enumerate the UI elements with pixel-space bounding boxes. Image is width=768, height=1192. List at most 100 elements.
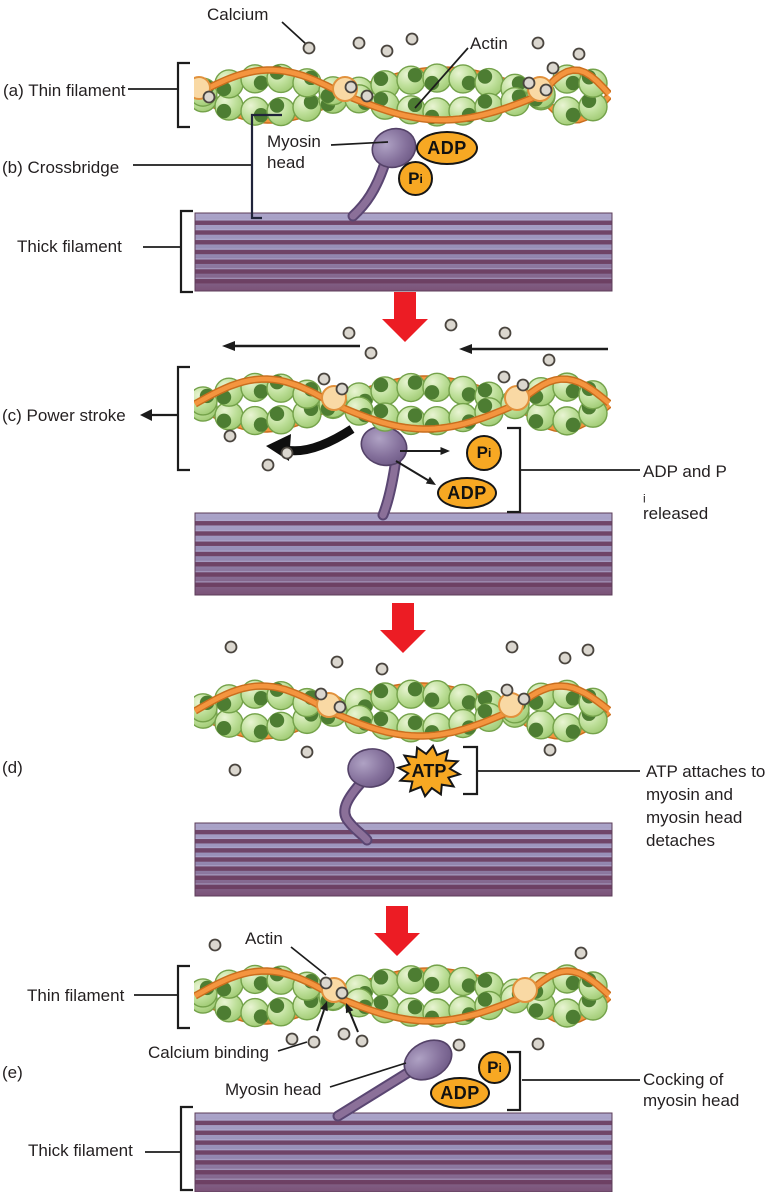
label-myosin-head-a-line1: Myosin <box>267 132 321 151</box>
label-actin-a: Actin <box>470 34 508 53</box>
bracket-thin-c <box>176 365 190 472</box>
calcium-ion <box>285 1032 299 1046</box>
calcium-ion <box>542 353 556 367</box>
label-power-stroke: (c) Power stroke <box>2 406 126 425</box>
thin-filament-c <box>194 370 611 436</box>
calcium-ion <box>505 640 519 654</box>
calcium-ion <box>375 662 389 676</box>
calcium-ion-bound <box>516 378 530 392</box>
label-myosin-head-e: Myosin head <box>225 1080 322 1099</box>
calcium-ion-bound <box>317 372 331 386</box>
red-arrow-icon <box>380 603 426 653</box>
label-thin-filament-a: (a) Thin filament <box>3 81 126 100</box>
calcium-ion <box>307 1035 321 1049</box>
thin-filament-e <box>194 964 611 1028</box>
label-panel-e: (e) <box>2 1063 23 1082</box>
label-thick-filament-e: Thick filament <box>28 1141 133 1160</box>
calcium-ion <box>330 655 344 669</box>
calcium-ion <box>261 458 275 472</box>
calcium-ion-bound <box>335 986 349 1000</box>
calcium-ion <box>380 44 394 58</box>
calcium-ion <box>302 41 316 55</box>
label-crossbridge: (b) Crossbridge <box>2 158 120 177</box>
label-thin-filament-e: Thin filament <box>27 986 125 1005</box>
myosin-b <box>347 127 417 222</box>
label-panel-d: (d) <box>2 758 23 777</box>
thick-filament-e <box>194 1112 613 1192</box>
thin-filament-d <box>194 679 611 743</box>
label-cocking-line1: Cocking of <box>643 1070 724 1089</box>
calcium-ion <box>224 640 238 654</box>
calcium-ion-bound <box>539 83 553 97</box>
calcium-ion <box>452 1038 466 1052</box>
red-arrow-icon <box>382 292 428 342</box>
calcium-ion <box>355 1034 369 1048</box>
calcium-ion <box>405 32 419 46</box>
adp-badge-e: ADP <box>430 1077 490 1109</box>
calcium-ion <box>352 36 366 50</box>
label-myosin-head-a-line2: head <box>267 153 305 172</box>
calcium-ion <box>572 47 586 61</box>
calcium-ion-bound <box>497 370 511 384</box>
calcium-ion-bound <box>314 687 328 701</box>
calcium-ion <box>342 326 356 340</box>
label-cocking-line2: myosin head <box>643 1091 740 1110</box>
calcium-ion-bound <box>202 90 216 104</box>
calcium-ion <box>300 745 314 759</box>
atp-starburst <box>395 743 463 799</box>
label-myosin-head-a: Myosin head <box>267 131 321 173</box>
calcium-ion-bound <box>335 382 349 396</box>
calcium-ion <box>444 318 458 332</box>
myosin-c <box>360 425 408 521</box>
calcium-ion <box>546 61 560 75</box>
calcium-ion-bound <box>517 692 531 706</box>
myosin-head-e <box>403 1039 453 1081</box>
power-stroke-arrow-icon <box>285 425 355 456</box>
calcium-ion-bound <box>333 700 347 714</box>
troponin-bead <box>512 977 538 1003</box>
label-atp-attaches-line1: ATP attaches to <box>646 762 766 781</box>
thick-filament-c <box>194 512 613 596</box>
calcium-ion <box>280 446 294 460</box>
calcium-ion <box>208 938 222 952</box>
label-atp-attaches-line4: detaches <box>646 831 715 850</box>
calcium-ion <box>337 1027 351 1041</box>
calcium-ion <box>558 651 572 665</box>
label-thick-filament-a: Thick filament <box>17 237 122 256</box>
label-calcium-binding: Calcium binding <box>148 1043 269 1062</box>
calcium-ion-bound <box>360 89 374 103</box>
calcium-ion-bound <box>522 76 536 90</box>
bracket-thin-a <box>176 61 190 129</box>
label-atp-attaches-line2: myosin and <box>646 785 733 804</box>
thin-filament-a <box>194 63 611 127</box>
calcium-ion <box>581 643 595 657</box>
myosin-head-b <box>371 127 417 169</box>
thick-filament-d <box>194 822 613 897</box>
calcium-ion-bound <box>500 683 514 697</box>
label-actin-e: Actin <box>245 929 283 948</box>
bracket-atp-d <box>463 745 479 796</box>
myosin-d <box>339 748 395 846</box>
label-atp-attaches: ATP attaches to myosin and myosin head d… <box>646 760 765 852</box>
calcium-ion <box>531 1037 545 1051</box>
calcium-ion-bound <box>319 976 333 990</box>
atp-label-d: ATP <box>411 760 447 781</box>
myosin-e <box>332 1039 453 1122</box>
calcium-ion <box>543 743 557 757</box>
label-calcium: Calcium <box>207 5 269 24</box>
adp-badge-c: ADP <box>437 477 497 509</box>
red-arrow-icon <box>374 906 420 956</box>
annotations <box>128 21 640 1192</box>
calcium-ion <box>498 326 512 340</box>
thick-filament-a <box>194 212 613 292</box>
bracket-crossbridge <box>250 113 282 220</box>
myosin-head-d <box>347 748 395 788</box>
calcium-ion <box>228 763 242 777</box>
bracket-thin-e <box>176 964 190 1030</box>
